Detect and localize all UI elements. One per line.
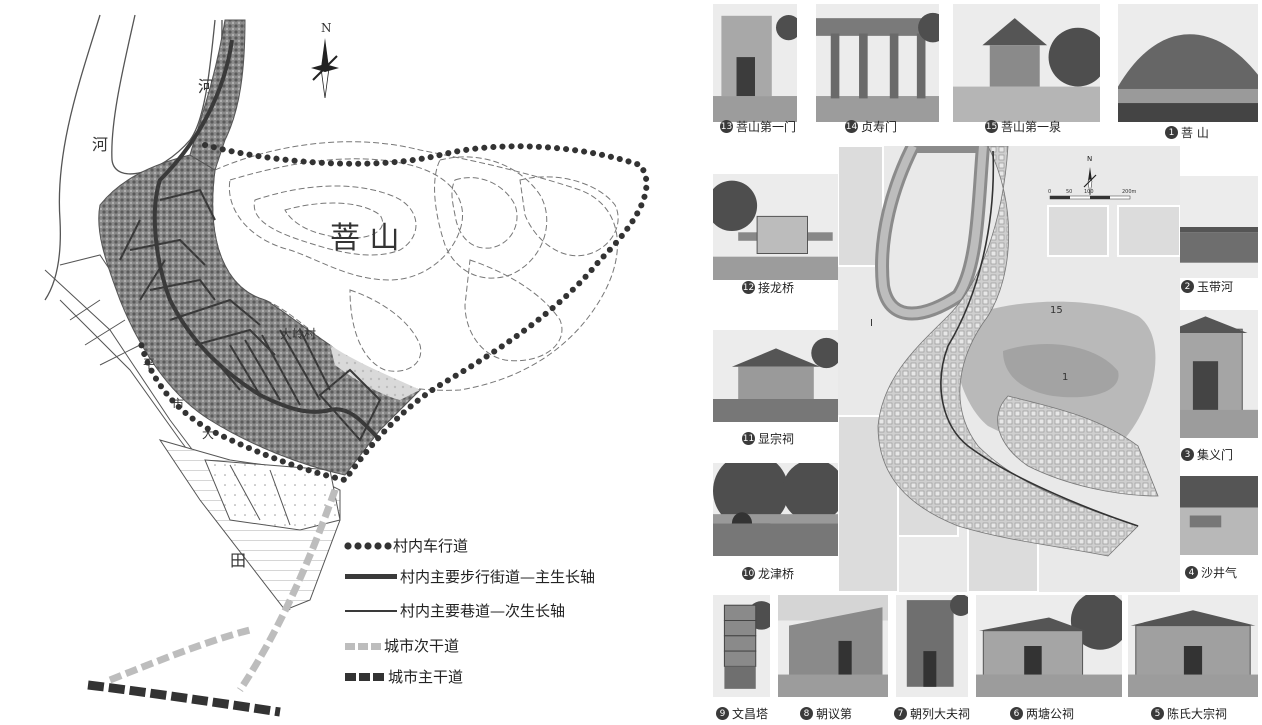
legend-item-alley: 村内主要巷道—次生长轴	[345, 602, 565, 620]
center-map-svg: N 0 50 100 200m 1 15 I	[838, 146, 1180, 592]
legend-label-vehicle-road: 村内车行道	[393, 537, 468, 555]
caption-text: 文昌塔	[732, 707, 769, 721]
legend-label-city-secondary: 城市次干道	[384, 637, 459, 655]
photo-temple	[976, 595, 1122, 697]
secondary-alleys	[119, 188, 382, 442]
center-north-arrow-icon	[1083, 167, 1097, 196]
caption-number-badge: 8	[800, 707, 813, 720]
caption-text: 菩山第一泉	[1001, 120, 1062, 134]
photo-hall	[778, 595, 888, 697]
caption-number-badge: 13	[720, 120, 733, 133]
center-north-label: N	[1087, 155, 1092, 163]
caption-text: 朝列大夫祠	[910, 707, 971, 721]
main-pedestrian-street	[152, 39, 382, 442]
caption-text: 两塘公祠	[1026, 707, 1075, 721]
photo-pavilion	[953, 4, 1100, 122]
caption-number-badge: 12	[742, 281, 755, 294]
north-label: N	[321, 21, 332, 35]
city-secondary-road	[108, 488, 339, 692]
mountain-contours	[212, 141, 619, 391]
legend-item-main-street: 村内主要步行街道—主生长轴	[345, 568, 595, 586]
marker-roman: I	[870, 318, 873, 329]
caption-number-badge: 15	[985, 120, 998, 133]
photo-gate	[713, 4, 797, 122]
scale-bar: 0 50 100 200m	[1048, 189, 1137, 200]
marker-15: 15	[1050, 305, 1063, 316]
photo-bridge-rail	[713, 174, 839, 280]
caption-number-badge: 2	[1181, 280, 1194, 293]
north-arrow-icon	[311, 38, 339, 99]
field-area	[158, 439, 341, 611]
legend-item-city-secondary: 城市次干道	[345, 637, 459, 655]
caption-number-badge: 9	[716, 707, 729, 720]
caption-number-badge: 1	[1165, 126, 1178, 139]
caption-text: 朝议第	[816, 707, 853, 721]
river-label-2: 河	[92, 135, 108, 154]
photo-tall-wall	[896, 595, 968, 697]
legend-label-main-street: 村内主要步行街道—主生长轴	[400, 568, 595, 586]
road-char-3: 大	[202, 427, 214, 441]
field-label: 田	[230, 551, 246, 570]
scale-label-200: 200m	[1122, 189, 1137, 195]
caption-number-badge: 10	[742, 567, 755, 580]
caption-text: 沙井气	[1201, 566, 1238, 580]
mountain-label: 菩 山	[330, 221, 400, 256]
legend-label-city-main: 城市主干道	[388, 668, 463, 686]
photo-temple2	[1128, 595, 1258, 697]
caption-text: 菩山第一门	[736, 120, 797, 134]
marker-1: 1	[1062, 372, 1068, 383]
caption-text: 菩 山	[1181, 126, 1209, 140]
caption-number-badge: 3	[1181, 448, 1194, 461]
caption-number-badge: 14	[845, 120, 858, 133]
photo-pagoda	[713, 595, 770, 697]
caption-text: 龙津桥	[758, 567, 795, 581]
photo-mountain	[1118, 4, 1258, 122]
caption-number-badge: 5	[1151, 707, 1164, 720]
caption-number-badge: 7	[894, 707, 907, 720]
center-village-map: N 0 50 100 200m 1 15 I	[838, 146, 1180, 592]
caption-text: 显宗祠	[758, 432, 795, 446]
caption-number-badge: 6	[1010, 707, 1023, 720]
caption-number-badge: 4	[1185, 566, 1198, 579]
photo-shrine	[713, 330, 839, 422]
scale-label-50: 50	[1066, 189, 1072, 195]
scale-label-0: 0	[1048, 189, 1051, 195]
village-label: 大岭村	[280, 327, 316, 341]
caption-text: 接龙桥	[758, 281, 795, 295]
village-plan-svg: 河 河 N 田	[44, 14, 650, 717]
city-main-road	[87, 680, 281, 717]
caption-text: 贞寿门	[861, 120, 898, 134]
scale-label-100: 100	[1084, 189, 1094, 195]
caption-text: 玉带河	[1197, 280, 1234, 294]
caption-text: 陈氏大宗祠	[1167, 707, 1228, 721]
legend-label-alley: 村内主要巷道—次生长轴	[400, 602, 565, 620]
photo-archway	[816, 4, 939, 122]
caption-number-badge: 11	[742, 432, 755, 445]
legend-item-city-main: 城市主干道	[345, 668, 463, 686]
caption-text: 集义门	[1197, 448, 1234, 462]
vehicle-road	[137, 142, 650, 484]
legend-item-vehicle-road: 村内车行道	[344, 537, 468, 555]
village-plan-map: 河 河 N 田	[44, 14, 650, 717]
photo-stone-bridge	[713, 463, 839, 556]
legend: 村内车行道 村内主要步行街道—主生长轴 村内主要巷道—次生长轴 城市次干道 城市	[344, 537, 595, 686]
